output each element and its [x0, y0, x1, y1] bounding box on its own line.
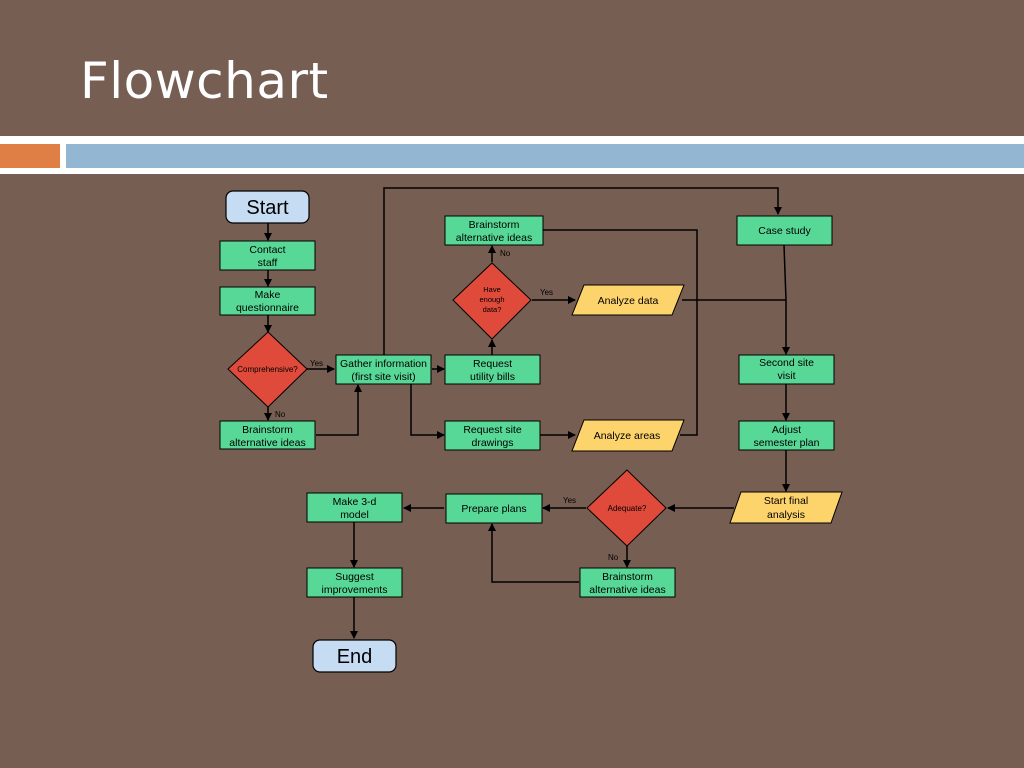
- connectors: [264, 187, 790, 639]
- node-second-site-visit-line1: Second site: [759, 357, 814, 369]
- node-start-final-analysis-line1: Start final: [764, 495, 808, 507]
- node-contact-staff-line1: Contact: [249, 244, 285, 256]
- node-brainstorm-3[interactable]: Brainstorm alternative ideas: [579, 567, 676, 598]
- node-have-enough-data-decision[interactable]: Have enough data?: [452, 262, 532, 340]
- node-start-final-analysis[interactable]: Start final analysis: [729, 491, 843, 524]
- edge-casestudy-secondvisit: [782, 244, 790, 355]
- node-brainstorm-2-line1: Brainstorm: [469, 219, 520, 231]
- slide-title: Flowchart: [80, 52, 329, 110]
- node-make-questionnaire-line2: questionnaire: [236, 302, 299, 314]
- edge-gather-casestudy: [383, 187, 782, 355]
- node-analyze-areas-label: Analyze areas: [594, 430, 661, 442]
- node-start-final-analysis-line2: analysis: [767, 509, 805, 521]
- node-second-site-visit-line2: visit: [777, 370, 795, 382]
- node-request-utility-bills[interactable]: Request utility bills: [444, 354, 541, 385]
- node-make-questionnaire[interactable]: Make questionnaire: [219, 286, 316, 316]
- node-adjust-semester-plan-line1: Adjust: [772, 424, 801, 436]
- node-gather-information-line1: Gather information: [340, 358, 427, 370]
- node-make-3d-model-line2: model: [340, 509, 369, 521]
- label-enough-no: No: [500, 249, 511, 258]
- label-adequate-no: No: [608, 553, 619, 562]
- node-brainstorm-1-line1: Brainstorm: [242, 424, 293, 436]
- node-contact-staff[interactable]: Contact staff: [219, 240, 316, 271]
- node-brainstorm-3-line1: Brainstorm: [602, 571, 653, 583]
- label-comprehensive-no: No: [275, 410, 286, 419]
- node-adequate-decision[interactable]: Adequate?: [586, 469, 667, 547]
- node-adequate-label: Adequate?: [608, 504, 647, 513]
- node-prepare-plans[interactable]: Prepare plans: [445, 493, 543, 524]
- accent-bar-orange: [0, 144, 60, 168]
- node-suggest-improvements-line1: Suggest: [335, 571, 374, 583]
- node-analyze-areas[interactable]: Analyze areas: [571, 419, 685, 452]
- node-brainstorm-3-line2: alternative ideas: [589, 584, 665, 596]
- accent-bar-blue: [66, 144, 1024, 168]
- node-brainstorm-2-line2: alternative ideas: [456, 232, 532, 244]
- edge-brainstorm1-gather: [316, 384, 362, 436]
- node-have-enough-data-line1: Have: [483, 285, 501, 294]
- node-analyze-data-label: Analyze data: [598, 295, 659, 307]
- node-make-3d-model-line1: Make 3-d: [333, 496, 377, 508]
- node-contact-staff-line2: staff: [258, 257, 278, 269]
- node-case-study-label: Case study: [758, 225, 811, 237]
- node-comprehensive-label: Comprehensive?: [237, 365, 298, 374]
- node-request-utility-bills-line1: Request: [473, 358, 512, 370]
- node-gather-information-line2: (first site visit): [351, 371, 415, 383]
- node-request-site-drawings[interactable]: Request site drawings: [444, 420, 541, 451]
- node-end[interactable]: End: [312, 639, 397, 673]
- header-divider-bottom: [0, 169, 1024, 174]
- node-request-site-drawings-line2: drawings: [471, 437, 513, 449]
- node-start[interactable]: Start: [225, 190, 310, 224]
- node-brainstorm-2[interactable]: Brainstorm alternative ideas: [444, 215, 544, 246]
- edge-brainstorm3-prepare: [488, 523, 579, 583]
- node-comprehensive-decision[interactable]: Comprehensive?: [227, 331, 308, 408]
- edge-brainstorm2-merge: [543, 229, 698, 436]
- node-end-label: End: [337, 646, 373, 668]
- node-second-site-visit[interactable]: Second site visit: [738, 354, 835, 385]
- node-suggest-improvements-line2: improvements: [322, 584, 388, 596]
- node-adjust-semester-plan-line2: semester plan: [754, 437, 820, 449]
- node-analyze-data[interactable]: Analyze data: [571, 284, 685, 316]
- node-request-site-drawings-line1: Request site: [463, 424, 522, 436]
- node-brainstorm-1[interactable]: Brainstorm alternative ideas: [219, 420, 316, 450]
- label-enough-yes: Yes: [540, 288, 553, 297]
- node-suggest-improvements[interactable]: Suggest improvements: [306, 567, 403, 598]
- node-start-label: Start: [246, 197, 289, 219]
- node-request-utility-bills-line2: utility bills: [470, 371, 515, 383]
- header-divider-top: [0, 136, 1024, 141]
- node-make-3d-model[interactable]: Make 3-d model: [306, 492, 403, 523]
- node-brainstorm-1-line2: alternative ideas: [229, 437, 305, 449]
- node-case-study[interactable]: Case study: [736, 215, 833, 246]
- label-comprehensive-yes: Yes: [310, 359, 323, 368]
- node-prepare-plans-label: Prepare plans: [461, 503, 526, 515]
- node-adjust-semester-plan[interactable]: Adjust semester plan: [738, 420, 835, 451]
- node-make-questionnaire-line1: Make: [255, 289, 281, 301]
- node-gather-information[interactable]: Gather information (first site visit): [335, 354, 432, 385]
- node-have-enough-data-line2: enough: [479, 295, 504, 304]
- node-have-enough-data-line3: data?: [483, 305, 502, 314]
- edge-gather-drawings: [410, 384, 445, 439]
- label-adequate-yes: Yes: [563, 496, 576, 505]
